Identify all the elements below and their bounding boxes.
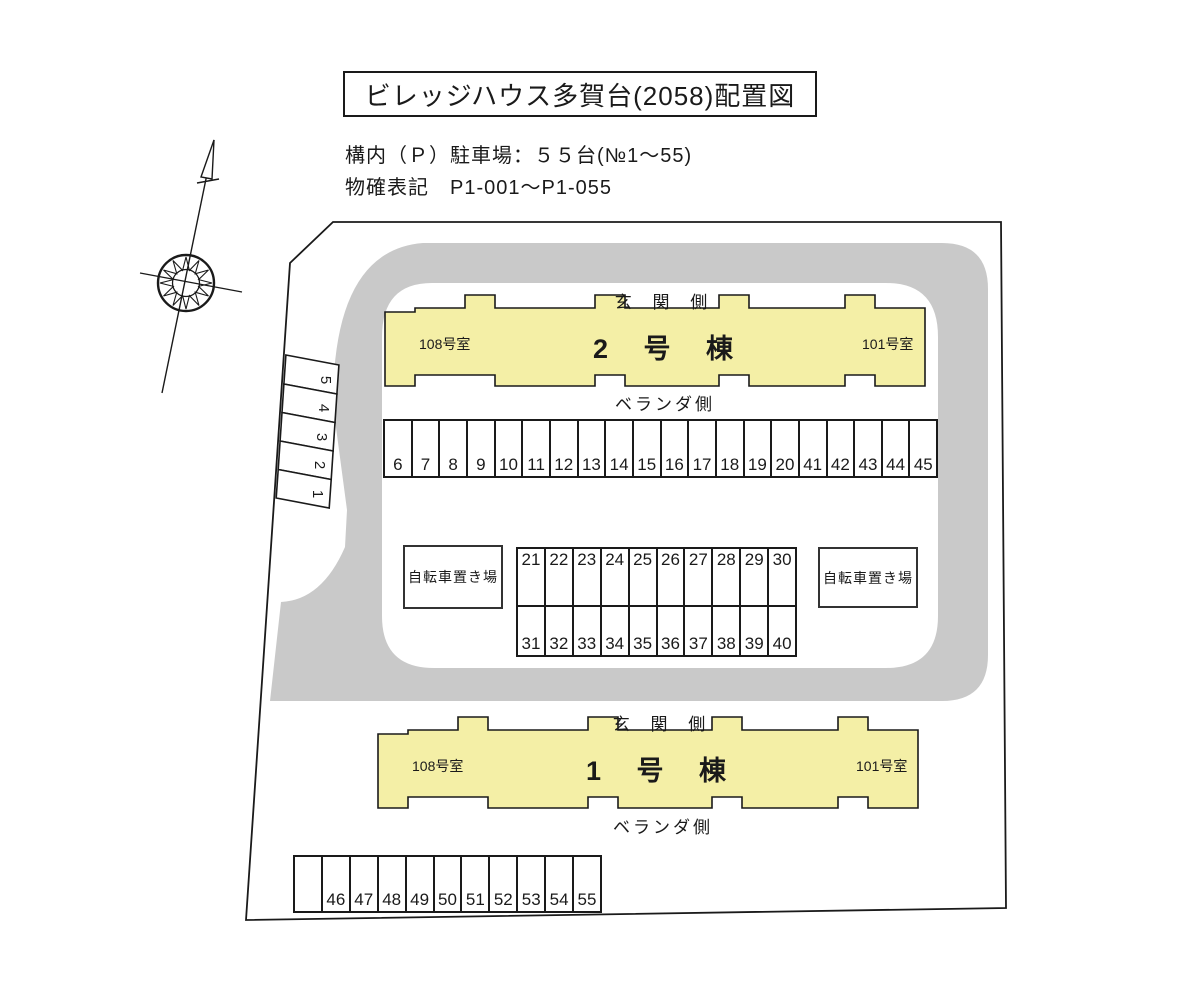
parking-stall: 10 <box>496 421 524 476</box>
parking-stall: 12 <box>551 421 579 476</box>
building1-room-101: 101号室 <box>856 758 908 774</box>
parking-stall: 20 <box>772 421 800 476</box>
parking-stall: 42 <box>828 421 856 476</box>
parking-stall: 46 <box>323 857 351 911</box>
page-title: ビレッジハウス多賀台(2058)配置図 <box>343 71 817 117</box>
parking-stall: 35 <box>630 607 658 655</box>
site-boundary <box>245 221 1007 921</box>
stall-number: 3 <box>313 433 330 441</box>
parking-stall: 32 <box>546 607 574 655</box>
parking-stall: 11 <box>523 421 551 476</box>
parking-stall: 7 <box>413 421 441 476</box>
parking-stall: 23 <box>574 549 602 605</box>
parking-stall: 49 <box>407 857 435 911</box>
parking-stall: 39 <box>741 607 770 655</box>
building2-name: 2 号 棟 <box>592 334 748 364</box>
parking-stall: 8 <box>440 421 468 476</box>
building1-room-108: 108号室 <box>412 758 464 774</box>
parking-stall: 37 <box>685 607 714 655</box>
parking-stall <box>295 857 323 911</box>
parking-stall: 19 <box>745 421 773 476</box>
parking-column-west-numbers: 5 4 3 2 1 <box>309 376 334 498</box>
bicycle-parking-left: 自転車置き場 <box>403 545 503 609</box>
parking-stall: 30 <box>772 550 792 569</box>
parking-stall: 14 <box>606 421 634 476</box>
parking-stall: 33 <box>574 607 602 655</box>
parking-stall: 17 <box>689 421 717 476</box>
parking-count-note: 構内（Ｐ）駐車場：５５台(№1～55) <box>345 145 693 167</box>
parking-stall: 6 <box>385 421 413 476</box>
stall-code-note: 物確表記 P1-001～P1-055 <box>345 177 612 199</box>
parking-stall: 47 <box>351 857 379 911</box>
parking-stall: 48 <box>379 857 407 911</box>
building1-entrance-side-label: 玄 関 側 <box>612 715 714 734</box>
parking-stall: 25 <box>630 549 658 605</box>
parking-stall: 13 <box>579 421 607 476</box>
building2-veranda-side-label: ベランダ側 <box>615 395 715 414</box>
parking-stall: 36 <box>658 607 686 655</box>
parking-stall: 24 <box>602 549 630 605</box>
ring-road <box>270 243 988 701</box>
parking-column-west <box>275 354 340 509</box>
parking-stall: 34 <box>602 607 630 655</box>
building2-room-108: 108号室 <box>419 336 471 352</box>
parking-stall <box>275 468 333 509</box>
building2-entrance-side-label: 玄 関 側 <box>614 293 716 312</box>
north-arrow-icon <box>139 139 243 394</box>
stall-number: 4 <box>315 404 332 412</box>
parking-stall: 40 <box>772 634 792 653</box>
parking-stall: 31 <box>518 607 546 655</box>
stall-number: 5 <box>317 376 334 384</box>
parking-stall: 55 <box>577 890 597 909</box>
parking-stall: 9 <box>468 421 496 476</box>
building-1-shape <box>377 716 919 809</box>
parking-stall: 22 <box>546 549 574 605</box>
parking-stall: 38 <box>713 607 742 655</box>
building-2-shape <box>384 294 926 387</box>
parking-stall: 28 <box>713 549 742 605</box>
parking-stall: 18 <box>717 421 745 476</box>
bicycle-parking-right: 自転車置き場 <box>818 547 918 608</box>
parking-stall: 50 <box>435 857 463 911</box>
building1-veranda-side-label: ベランダ側 <box>613 818 713 837</box>
parking-stall: 44 <box>883 421 911 476</box>
stall-number: 1 <box>309 490 326 498</box>
parking-stall: 51 <box>462 857 491 911</box>
building1-name: 1 号 棟 <box>585 756 741 786</box>
parking-stall: 16 <box>662 421 690 476</box>
parking-stall: 21 <box>518 549 546 605</box>
stall-number: 2 <box>311 461 328 469</box>
parking-stall: 54 <box>546 857 575 911</box>
parking-stall: 26 <box>658 549 686 605</box>
building2-room-101: 101号室 <box>862 336 914 352</box>
parking-stall: 15 <box>634 421 662 476</box>
parking-stall: 45 <box>913 455 933 474</box>
parking-stall: 27 <box>685 549 714 605</box>
parking-stall: 53 <box>518 857 547 911</box>
parking-stall: 43 <box>855 421 883 476</box>
parking-stall: 29 <box>741 549 770 605</box>
parking-stall: 52 <box>490 857 519 911</box>
parking-stall: 41 <box>800 421 828 476</box>
